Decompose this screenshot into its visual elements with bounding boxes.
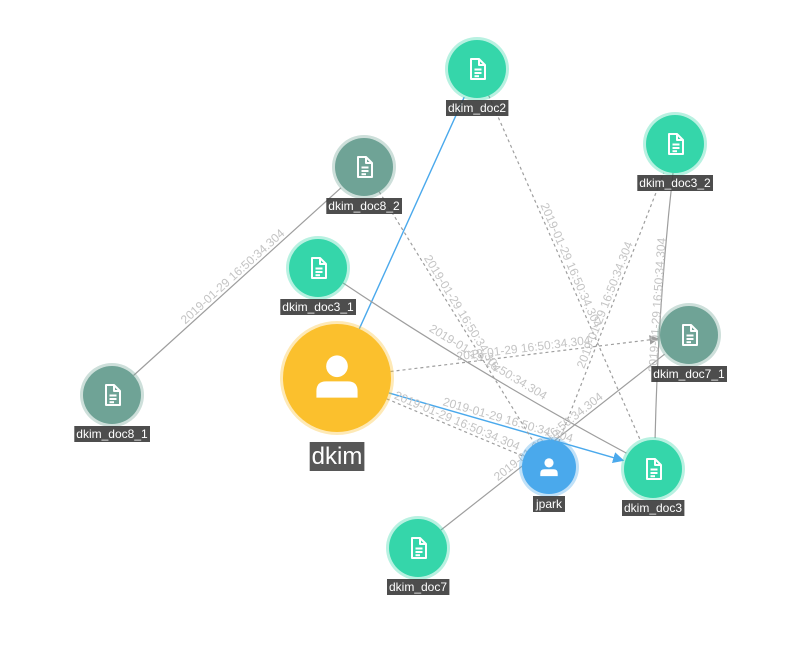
- node-dkim_doc7_1[interactable]: dkim_doc7_1: [651, 303, 727, 382]
- node-label: jpark: [535, 497, 563, 511]
- node-dkim_doc8_1[interactable]: dkim_doc8_1: [74, 363, 150, 442]
- edge-dkim_doc8_2-jpark[interactable]: [378, 191, 535, 443]
- node-label-background: [74, 426, 150, 442]
- node-label: dkim_doc7: [389, 580, 447, 594]
- edge-dkim_doc2-dkim_doc3[interactable]: [488, 95, 642, 441]
- node-label: dkim_doc2: [448, 101, 506, 115]
- node-label-background: [637, 175, 713, 191]
- edge-timestamp-label: 2019-01-29 16:50:34.304: [427, 321, 550, 403]
- edge-jpark-dkim_doc3_2[interactable]: [558, 172, 665, 443]
- node-label: dkim_doc3_2: [639, 176, 711, 190]
- node-jpark[interactable]: jpark: [519, 437, 579, 512]
- node-dkim_doc3_1[interactable]: dkim_doc3_1: [280, 236, 356, 315]
- node-label-background: [326, 198, 402, 214]
- edge-dkim_doc8_1-dkim_doc8_2[interactable]: [133, 187, 342, 376]
- edge-dkim_doc3_2-dkim_doc3[interactable]: [654, 172, 674, 439]
- node-label: dkim_doc3: [624, 501, 682, 515]
- edge-dkim-dkim_doc2[interactable]: [358, 96, 465, 330]
- node-dkim[interactable]: dkim: [280, 321, 394, 471]
- node-label: dkim_doc3_1: [282, 300, 354, 314]
- edge-dkim_doc3_1-dkim_doc3[interactable]: [342, 282, 627, 454]
- node-label-background: [622, 500, 685, 516]
- edge-dkim-jpark[interactable]: [386, 398, 523, 457]
- node-dkim_doc8_2[interactable]: dkim_doc8_2: [326, 135, 402, 214]
- edge-dkim-dkim_doc7_1[interactable]: [390, 335, 660, 373]
- node-label: dkim: [312, 443, 363, 470]
- node-label-background: [309, 442, 365, 471]
- node-label: dkim_doc8_1: [76, 427, 148, 441]
- node-label: dkim_doc8_2: [328, 199, 400, 213]
- node-dkim_doc2[interactable]: dkim_doc2: [445, 37, 509, 116]
- node-circle: [283, 324, 391, 432]
- node-label-background: [280, 299, 356, 315]
- node-dkim_doc3_2[interactable]: dkim_doc3_2: [637, 112, 713, 191]
- node-dkim_doc7[interactable]: dkim_doc7: [386, 516, 450, 595]
- node-label-background: [387, 579, 450, 595]
- edge-timestamp-label: 2019-01-29 16:50:34.304: [538, 201, 605, 330]
- node-label-background: [651, 366, 727, 382]
- node-dkim_doc3[interactable]: dkim_doc3: [621, 437, 685, 516]
- node-label-background: [533, 496, 565, 512]
- edge-dkim-dkim_doc3[interactable]: [388, 392, 625, 463]
- edge-timestamp-label: 2019-01-29 16:50:34.304: [178, 226, 288, 327]
- node-label: dkim_doc7_1: [653, 367, 725, 381]
- edges-layer: [133, 95, 674, 531]
- node-label-background: [446, 100, 509, 116]
- nodes-layer: dkim jpark dkim_doc2 dkim_doc8_2 dkim_doc3_1…: [74, 37, 727, 595]
